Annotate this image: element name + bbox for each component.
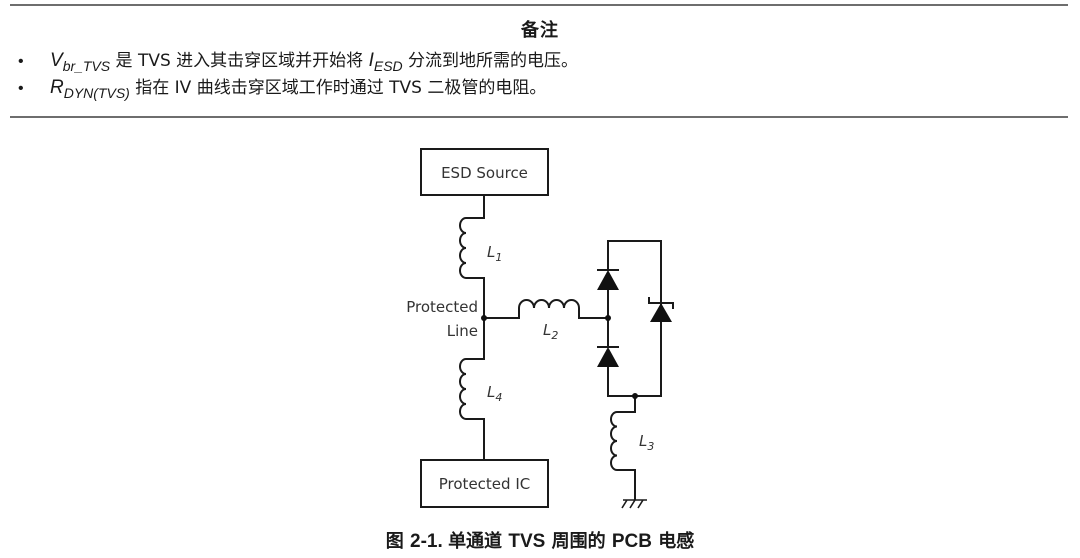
wire-esd-l1 — [466, 195, 485, 219]
wire-bridge-l3 — [617, 396, 636, 413]
inductor-l4 — [459, 358, 467, 420]
l1-label: L1 — [487, 243, 502, 264]
iesd-subscript: ESD — [373, 58, 403, 74]
caption-text: 电感 — [651, 531, 695, 552]
junction-dot — [605, 315, 611, 321]
bottom-rule — [10, 116, 1068, 118]
junction-dot — [632, 393, 638, 399]
caption-text: 单通道 — [448, 531, 509, 552]
inductor-l2 — [518, 299, 580, 309]
upper-diode-icon — [597, 270, 619, 290]
caption-number: 2-1. — [410, 531, 449, 552]
note-text: 分流到地所需的电压。 — [402, 51, 579, 71]
ground-icon — [621, 499, 647, 509]
bullet-dot: • — [18, 53, 24, 70]
inductor-l1 — [459, 217, 467, 279]
lower-diode-icon — [597, 347, 619, 367]
iesd-symbol: I — [368, 50, 374, 71]
protected-line-label: Line — [447, 322, 478, 340]
inductor-l3 — [610, 411, 618, 471]
note-text: 是 TVS 进入其击穿区域并开始将 — [110, 51, 369, 71]
wire-l4-ic — [466, 418, 485, 460]
rdyn-symbol: R — [50, 77, 64, 98]
l3-label: L3 — [639, 432, 654, 453]
wire-node-l2 — [484, 308, 520, 319]
wire-l2-bridge — [578, 308, 608, 319]
note-bullet-1: • Vbr_TVS 是 TVS 进入其击穿区域并开始将 IESD 分流到地所需的电… — [18, 46, 579, 74]
bullet-dot: • — [18, 80, 24, 97]
caption-text: 周围的 — [545, 531, 612, 552]
top-rule — [10, 4, 1068, 6]
wire-l3-ground — [617, 469, 636, 500]
vbr-symbol: V — [50, 50, 63, 71]
l4-label: L4 — [487, 383, 502, 404]
esd-source-label: ESD Source — [441, 164, 528, 182]
caption-text: PCB — [611, 531, 652, 552]
vbr-subscript: br_TVS — [62, 58, 111, 74]
note-title: 备注 — [521, 20, 559, 41]
junction-dot — [481, 315, 487, 321]
note-bullet-2: • RDYN(TVS) 指在 IV 曲线击穿区域工作时通过 TVS 二极管的电阻。 — [18, 73, 547, 101]
figure-caption: 图 2-1. 单通道 TVS 周围的 PCB 电感 — [0, 527, 1080, 553]
zener-diode-icon — [650, 303, 672, 322]
protected-ic-label: Protected IC — [439, 475, 530, 493]
caption-prefix: 图 — [385, 531, 411, 552]
caption-text: TVS — [508, 531, 546, 552]
note-text: 指在 IV 曲线击穿区域工作时通过 TVS 二极管的电阻。 — [129, 78, 547, 98]
l2-label: L2 — [543, 321, 558, 342]
rdyn-subscript: DYN(TVS) — [63, 85, 130, 101]
protected-line-label: Protected — [406, 298, 478, 316]
